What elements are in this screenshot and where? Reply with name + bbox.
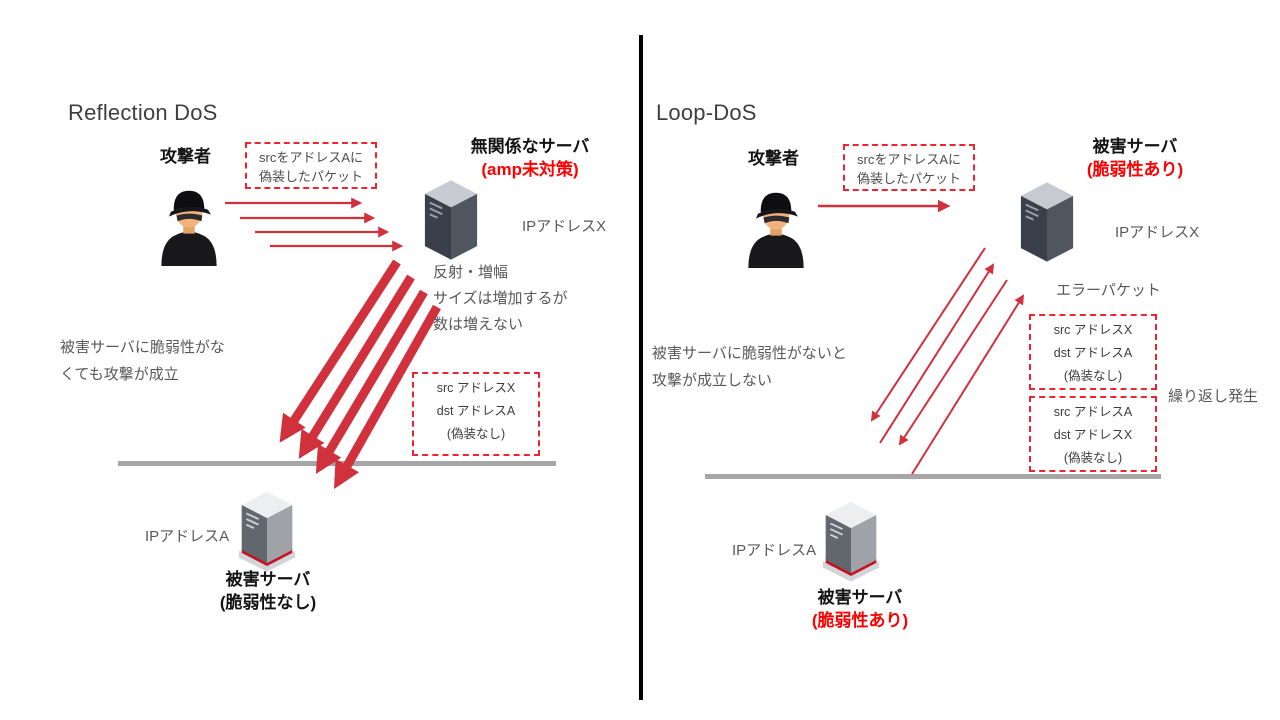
right-panel-title: Loop-DoS — [656, 100, 757, 125]
left-attacker-label: 攻撃者 — [160, 147, 211, 166]
right-packet-detail-box-1: src アドレスX dst アドレスA (偽装なし) — [1029, 314, 1157, 390]
left-top-server-icon — [424, 180, 478, 260]
spoofed-request-arrows — [225, 197, 404, 252]
repeat-label: 繰り返し発生 — [1168, 388, 1259, 405]
right-bottom-server-icon — [822, 501, 880, 582]
right-attacker-label: 攻撃者 — [748, 149, 799, 168]
left-bottom-server-caption: 被害サーバ (脆弱性なし) — [188, 568, 348, 614]
left-bottom-server-name: 被害サーバ — [225, 570, 311, 589]
left-bottom-server-note: (脆弱性なし) — [219, 593, 317, 612]
left-side-note: 被害サーバに脆弱性がな くても攻撃が成立 — [60, 339, 225, 383]
right-network-baseline — [705, 474, 1161, 479]
right-bottom-server-caption: 被害サーバ (脆弱性あり) — [780, 586, 940, 632]
right-top-server-icon — [1020, 182, 1074, 262]
left-panel-title: Reflection DoS — [68, 100, 218, 125]
left-network-baseline — [118, 461, 556, 466]
loop-exchange-arrows — [870, 247, 1025, 475]
left-top-server-ip: IPアドレスX — [522, 218, 607, 235]
right-top-server-caption: 被害サーバ (脆弱性あり) — [1055, 135, 1215, 181]
left-reflection-note: 反射・増幅 サイズは増加するが 数は増えない — [433, 264, 568, 333]
left-bottom-server-icon — [238, 491, 296, 572]
right-spoofed-packet-box: srcをアドレスAに 偽装したパケット — [843, 144, 975, 191]
left-bottom-server-ip: IPアドレスA — [145, 528, 230, 545]
left-packet-detail-box: src アドレスX dst アドレスA (偽装なし) — [412, 372, 540, 456]
left-top-server-name: 無関係なサーバ — [470, 137, 590, 156]
right-top-server-name: 被害サーバ — [1092, 137, 1178, 156]
right-bottom-server-ip: IPアドレスA — [732, 542, 817, 559]
panel-divider-line — [639, 35, 643, 700]
error-packet-label: エラーパケット — [1056, 282, 1161, 299]
right-bottom-server-note: (脆弱性あり) — [811, 611, 909, 630]
right-side-note: 被害サーバに脆弱性がないと 攻撃が成立しない — [652, 345, 847, 389]
right-bottom-server-name: 被害サーバ — [817, 588, 903, 607]
attacker-avatar-icon — [161, 190, 217, 266]
left-spoofed-packet-box: srcをアドレスAに 偽装したパケット — [245, 142, 377, 189]
attacker-avatar-icon — [748, 192, 804, 268]
right-top-server-ip: IPアドレスX — [1115, 224, 1200, 241]
left-top-server-caption: 無関係なサーバ (amp未対策) — [455, 135, 605, 181]
right-packet-detail-box-2: src アドレスA dst アドレスX (偽装なし) — [1029, 396, 1157, 472]
left-top-server-note: (amp未対策) — [481, 160, 579, 179]
right-top-server-note: (脆弱性あり) — [1086, 160, 1184, 179]
